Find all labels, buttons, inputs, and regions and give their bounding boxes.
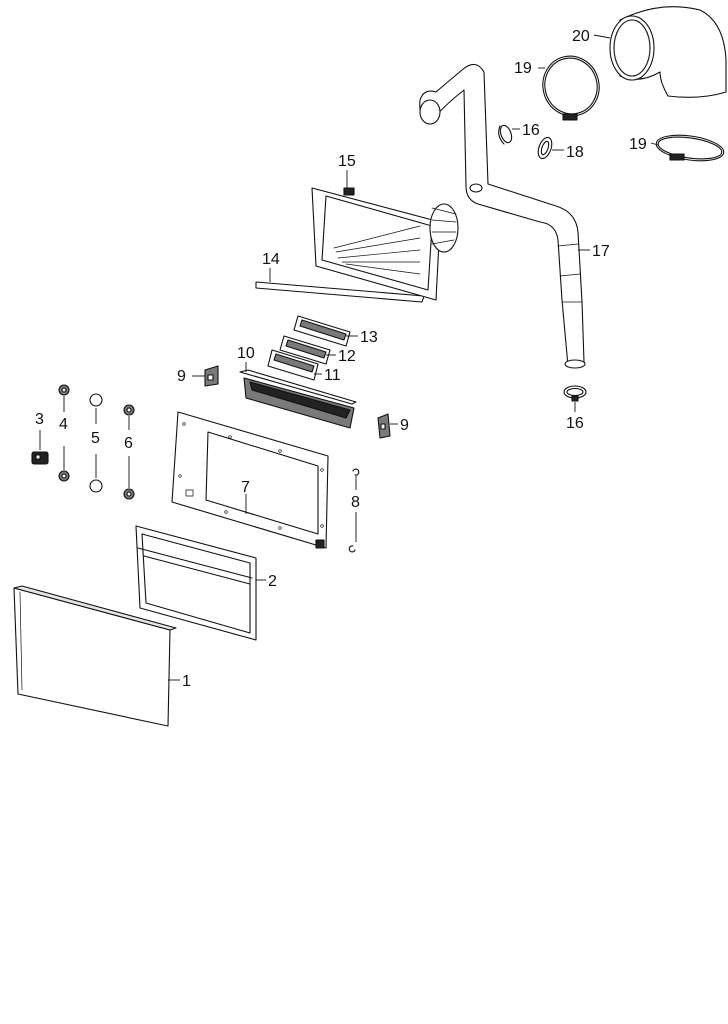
callout-15: 15: [338, 153, 356, 170]
callout-11: 11: [324, 367, 341, 384]
part-19-band-clamp-right[interactable]: [655, 131, 726, 164]
callout-7: 7: [241, 479, 250, 496]
part-10-filter[interactable]: [239, 369, 357, 429]
callout-20: 20: [572, 28, 590, 45]
callout-19-top: 19: [514, 60, 532, 77]
part-7-mounting-frame[interactable]: [171, 411, 329, 549]
part-1-cover-panel[interactable]: [13, 585, 177, 727]
part-18-ring[interactable]: [536, 136, 555, 161]
part-6-bushing[interactable]: [123, 404, 135, 500]
part-5-plug[interactable]: [89, 393, 103, 493]
callout-9-right: 9: [400, 417, 409, 434]
callout-16-bottom: 16: [566, 415, 584, 432]
callout-1: 1: [182, 673, 191, 690]
callout-4: 4: [59, 416, 68, 433]
callout-6: 6: [124, 435, 133, 452]
part-16-clamp-top[interactable]: [498, 124, 514, 145]
part-12-switch-module[interactable]: [279, 335, 331, 365]
callout-3: 3: [35, 411, 44, 428]
callout-8: 8: [351, 494, 360, 511]
callout-17: 17: [592, 243, 610, 260]
part-17-duct[interactable]: [419, 63, 586, 369]
part-15-blower-housing[interactable]: [311, 187, 459, 301]
part-16-clamp-bottom[interactable]: [563, 385, 587, 402]
part-9-bracket-left[interactable]: [204, 365, 219, 387]
part-14-bar[interactable]: [255, 281, 425, 303]
part-8-hook[interactable]: [348, 468, 360, 553]
callout-12: 12: [338, 348, 356, 365]
callout-5: 5: [91, 430, 100, 447]
part-11-light-module[interactable]: [267, 349, 319, 381]
callout-labels: 1 2 3 4 5 6 7 8 9 9 10 11 12 13 14 15 16…: [35, 28, 647, 690]
part-3-clip[interactable]: [31, 451, 49, 465]
callout-9-left: 9: [177, 368, 186, 385]
callout-14: 14: [262, 251, 280, 268]
part-2-frame[interactable]: [135, 525, 257, 641]
callout-2: 2: [268, 573, 277, 590]
part-19-band-clamp-top[interactable]: [536, 50, 606, 122]
part-20-elbow[interactable]: [609, 6, 727, 98]
callout-16-top: 16: [522, 122, 540, 139]
part-4-grommet[interactable]: [58, 384, 70, 482]
leader-lines: [39, 34, 659, 681]
callout-19-right: 19: [629, 136, 647, 153]
part-9-bracket-right[interactable]: [377, 413, 391, 439]
part-13-control-housing[interactable]: [293, 315, 351, 347]
callout-18: 18: [566, 144, 584, 161]
callout-13: 13: [360, 329, 378, 346]
callout-10: 10: [237, 345, 255, 362]
